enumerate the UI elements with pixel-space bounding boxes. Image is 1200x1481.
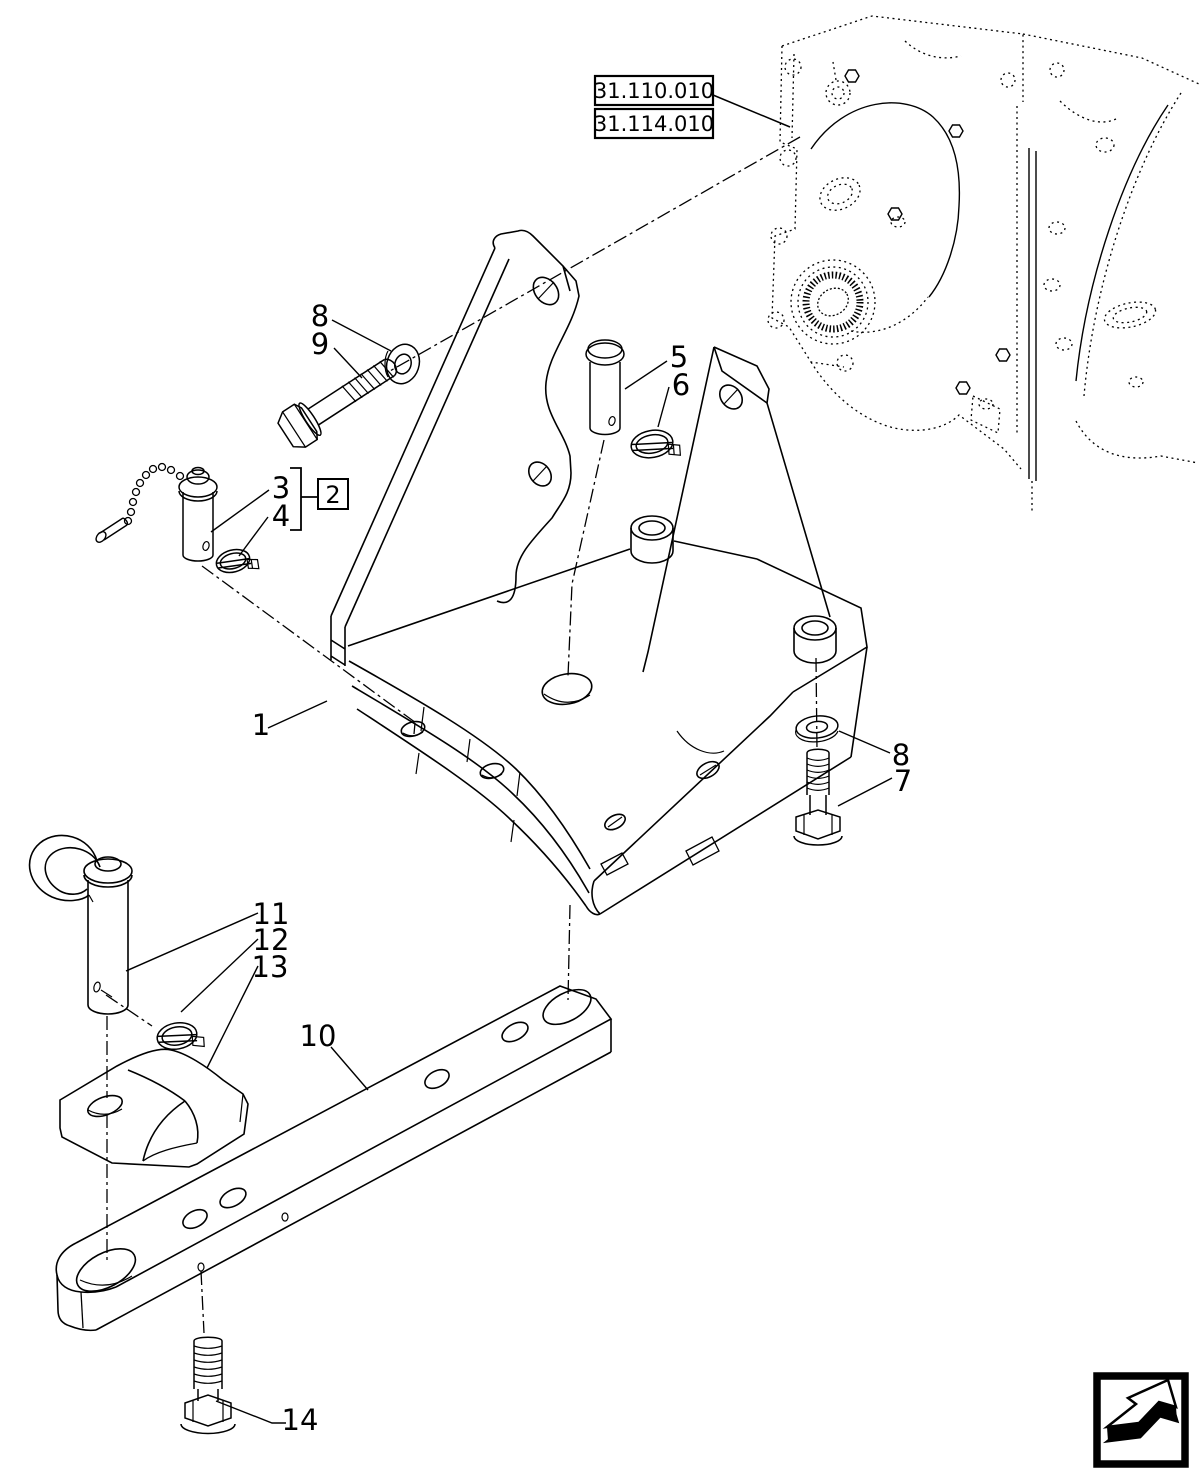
callout-6[interactable]: 6 xyxy=(672,368,690,402)
part-14-hex-bolt[interactable] xyxy=(180,1336,236,1435)
part-5-clevis-pin[interactable] xyxy=(585,339,625,436)
callout-2-label[interactable]: 2 xyxy=(325,481,340,509)
part-11-pin-with-handle[interactable] xyxy=(28,834,133,1015)
part-6-klik-clip[interactable] xyxy=(629,426,682,463)
part-4-klik-clip[interactable] xyxy=(214,544,260,579)
kit-group-bracket xyxy=(290,467,318,531)
callout-1[interactable]: 1 xyxy=(252,708,270,742)
part-1-drawbar-support-bracket[interactable] xyxy=(330,229,868,916)
callout-7[interactable]: 7 xyxy=(894,764,912,798)
callout-8-left[interactable]: 8 xyxy=(311,299,329,333)
transmission-housing-solid-edges xyxy=(810,69,1169,481)
reference-box-1-label[interactable]: 31.110.010 xyxy=(594,79,714,103)
part-12-klik-clip[interactable] xyxy=(155,1019,205,1055)
callout-5[interactable]: 5 xyxy=(670,340,688,374)
linch-pin xyxy=(95,517,129,543)
callout-labels: 8 9 3 4 5 6 1 8 7 11 12 13 10 14 xyxy=(252,299,913,1437)
part-10-drawbar[interactable] xyxy=(55,982,613,1332)
reference-box-2-label[interactable]: 31.114.010 xyxy=(594,112,714,136)
part-3-pin-with-chain[interactable] xyxy=(94,462,218,562)
reference-leader-line xyxy=(712,94,791,128)
callout-9[interactable]: 9 xyxy=(311,327,329,361)
part-8-washer-left[interactable] xyxy=(382,340,425,388)
part-8-washer-right[interactable] xyxy=(795,714,839,743)
callout-3[interactable]: 3 xyxy=(272,471,290,505)
reference-box-group: 31.110.010 31.114.010 xyxy=(593,74,791,140)
reference-box-2[interactable] xyxy=(593,107,715,140)
callout-12[interactable]: 12 xyxy=(253,923,290,957)
part-13-support-wedge[interactable] xyxy=(59,1048,249,1168)
retaining-chain xyxy=(123,462,185,526)
part-7-hex-bolt[interactable] xyxy=(793,748,843,846)
kit-box-2[interactable] xyxy=(317,478,349,510)
callout-11[interactable]: 11 xyxy=(253,897,290,931)
reference-box-1[interactable] xyxy=(593,74,715,107)
transmission-housing-phantom xyxy=(767,15,1200,513)
callout-8-right[interactable]: 8 xyxy=(892,738,910,772)
callout-4[interactable]: 4 xyxy=(272,499,290,533)
callout-13[interactable]: 13 xyxy=(252,950,289,984)
callout-10[interactable]: 10 xyxy=(300,1019,337,1053)
callout-14[interactable]: 14 xyxy=(282,1403,319,1437)
callout-leader-lines xyxy=(125,319,893,1424)
brand-arrow-logo-icon xyxy=(1093,1372,1189,1468)
